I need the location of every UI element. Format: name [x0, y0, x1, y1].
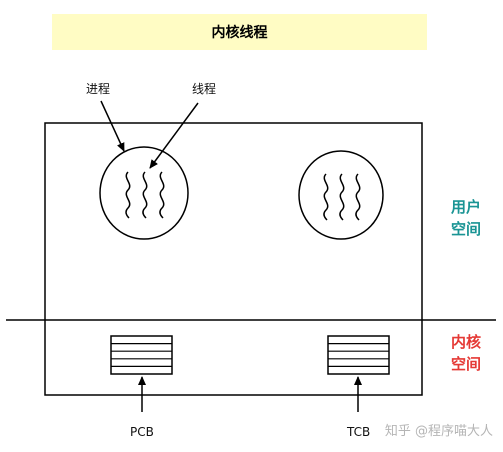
watermark: 知乎 @程序喵大人 [384, 424, 493, 439]
tcb-label: TCB [347, 425, 371, 439]
process-circle-right [298, 150, 384, 240]
process-label-arrow [100, 100, 125, 152]
thread-squiggle-1 [125, 171, 131, 219]
user-space-line1: 用户 [450, 198, 481, 216]
user-space-label: 用户 空间 [446, 196, 486, 240]
kernel-space-line2: 空间 [450, 355, 481, 373]
process-container-box [44, 122, 423, 396]
user-space-line2: 空间 [450, 220, 481, 238]
process-label: 进程 [86, 82, 111, 96]
thread-squiggle-6 [355, 173, 361, 221]
thread-squiggle-4 [323, 173, 329, 221]
thread-squiggle-3 [159, 171, 165, 219]
thread-squiggle-2 [142, 171, 148, 219]
tcb-stack [327, 335, 390, 375]
pcb-stack [110, 335, 173, 375]
kernel-space-label: 内核 空间 [446, 331, 486, 375]
pcb-label: PCB [130, 425, 154, 439]
diagram-title: 内核线程 [211, 25, 268, 41]
process-circle-left [99, 146, 189, 240]
title-banner: 内核线程 [52, 14, 427, 50]
thread-squiggle-5 [339, 173, 345, 221]
thread-label: 线程 [192, 82, 217, 96]
thread-label-arrow [149, 102, 199, 169]
kernel-space-line1: 内核 [450, 333, 481, 351]
